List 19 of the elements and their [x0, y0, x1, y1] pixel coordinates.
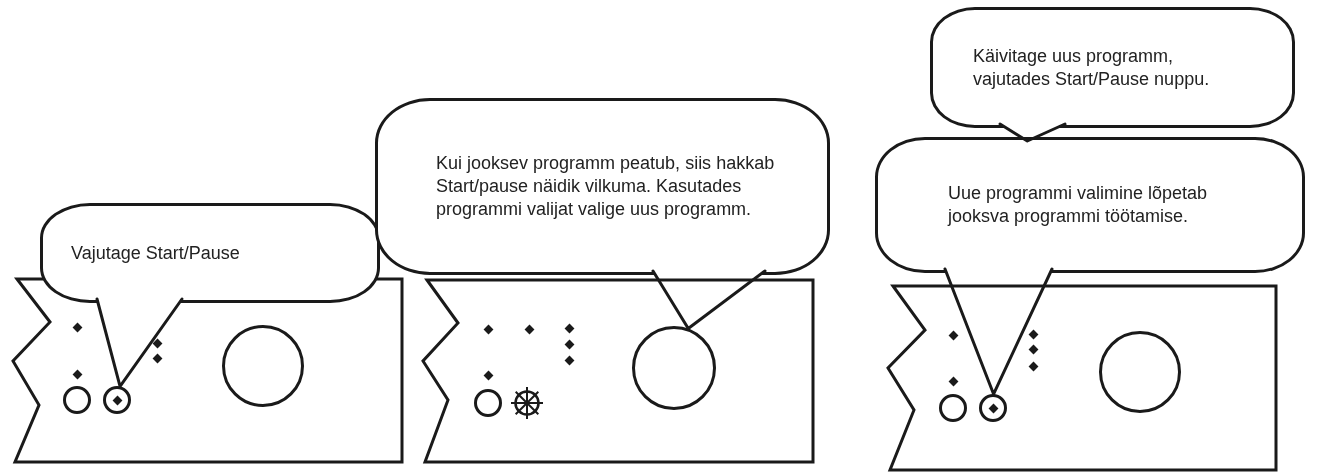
control-panel	[423, 279, 814, 463]
callout-text: Käivitage uus programm, vajutades Start/Pause nuppu.	[973, 44, 1211, 91]
control-panel	[888, 285, 1277, 471]
speech-bubble	[875, 137, 1305, 273]
callout-tail	[998, 122, 1067, 143]
button-circle	[103, 386, 131, 414]
callout-text: Uue programmi valimine lõpetab jooksva programmi töötamise.	[948, 182, 1209, 228]
button-circle	[979, 394, 1007, 422]
speech-bubble	[930, 7, 1295, 128]
button-circle	[939, 394, 967, 422]
speech-bubble	[40, 203, 380, 303]
callout-tail	[651, 269, 767, 330]
callout-text: Vajutage Start/Pause	[71, 241, 241, 265]
callout-tail	[95, 297, 184, 388]
speech-bubble	[375, 98, 830, 275]
button-circle	[474, 389, 502, 417]
callout-tail	[943, 267, 1054, 396]
callout-text: Kui jooksev programm peatub, siis hakkab Start/pause näidik vilkuma. Kasutades programmi valijat valige uus programm.	[436, 152, 776, 221]
button-circle	[63, 386, 91, 414]
